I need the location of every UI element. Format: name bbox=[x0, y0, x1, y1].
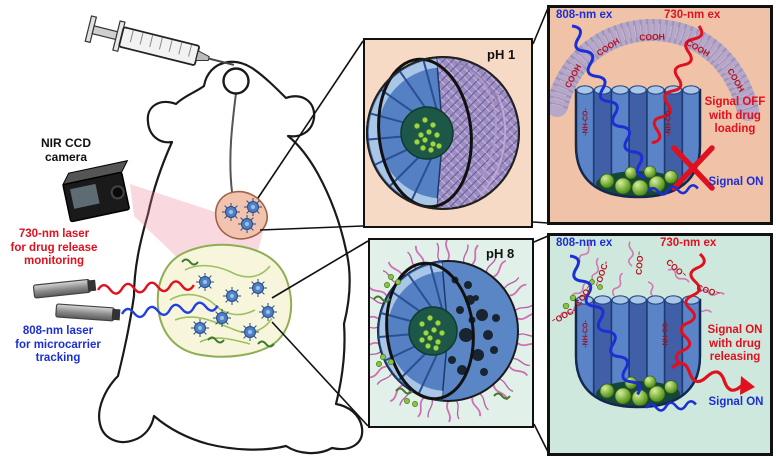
emission-arrow-icon bbox=[740, 376, 755, 395]
nh-co-label: -NH-CO- bbox=[662, 320, 670, 348]
wave-730-excitation bbox=[674, 252, 706, 366]
nh-co-label: -NH-CO- bbox=[582, 320, 590, 348]
blocked-x-icon bbox=[671, 145, 715, 191]
ex-808-label-bottom: 808-nm ex bbox=[556, 237, 613, 249]
signal-on-release-label: Signal ON with drug releasing bbox=[707, 324, 763, 364]
nir-camera-label: NIR CCD camera bbox=[41, 136, 91, 165]
wave-808-excitation bbox=[569, 254, 642, 396]
microcapsule-cup bbox=[574, 295, 702, 409]
cooh-label: COOH bbox=[639, 31, 665, 43]
laser-808-beam bbox=[120, 301, 219, 319]
signal-off-label: Signal OFF with drug loading bbox=[704, 96, 766, 136]
laser-808-label: 808-nm laser for microcarrier tracking bbox=[15, 325, 101, 365]
coo-label: COO⁻ bbox=[633, 250, 646, 276]
panel-ph1-detail bbox=[547, 5, 773, 225]
panel-ph8-detail bbox=[547, 233, 773, 456]
wave-808-excitation bbox=[571, 24, 646, 179]
ex-808-label-top: 808-nm ex bbox=[556, 9, 613, 21]
laser-730-beam bbox=[96, 280, 195, 295]
ph1-label: pH 1 bbox=[487, 47, 516, 62]
ph8-label: pH 8 bbox=[486, 246, 515, 261]
zoom-connector-lines bbox=[257, 7, 549, 453]
gavage-tube bbox=[229, 92, 237, 193]
panel-ph8 bbox=[368, 238, 534, 428]
nh-co-label: -NH-CO- bbox=[665, 108, 673, 136]
polymer-gate-arch bbox=[550, 18, 759, 121]
wave-730-excitation bbox=[651, 25, 704, 145]
released-drug-dots bbox=[376, 274, 418, 407]
gavage-loop-icon bbox=[222, 67, 250, 95]
signal-on-label-top: Signal ON bbox=[708, 176, 764, 188]
laser-730-label: 730-nm laser for drug release monitoring bbox=[10, 228, 98, 268]
intestines bbox=[156, 243, 293, 358]
laser-730-icon bbox=[32, 278, 97, 299]
ph8-microsphere bbox=[370, 240, 532, 423]
panel-ph1 bbox=[363, 38, 533, 228]
nh-co-label: -NH-CO- bbox=[582, 108, 590, 136]
signal-on-label-bottom: Signal ON bbox=[708, 396, 764, 408]
wave-730-emission bbox=[670, 361, 743, 392]
ex-730-label-bottom: 730-nm ex bbox=[660, 237, 717, 249]
laser-808-icon bbox=[55, 303, 121, 322]
wave-808-emission bbox=[644, 400, 697, 412]
ccd-camera-icon bbox=[61, 160, 130, 223]
wave-808-emission bbox=[646, 184, 699, 196]
syringe-icon bbox=[84, 15, 235, 66]
released-drug-dots bbox=[562, 279, 603, 312]
ph1-microsphere bbox=[366, 56, 520, 210]
ex-730-label-top: 730-nm ex bbox=[664, 9, 721, 21]
microcapsule-cup bbox=[574, 85, 702, 199]
